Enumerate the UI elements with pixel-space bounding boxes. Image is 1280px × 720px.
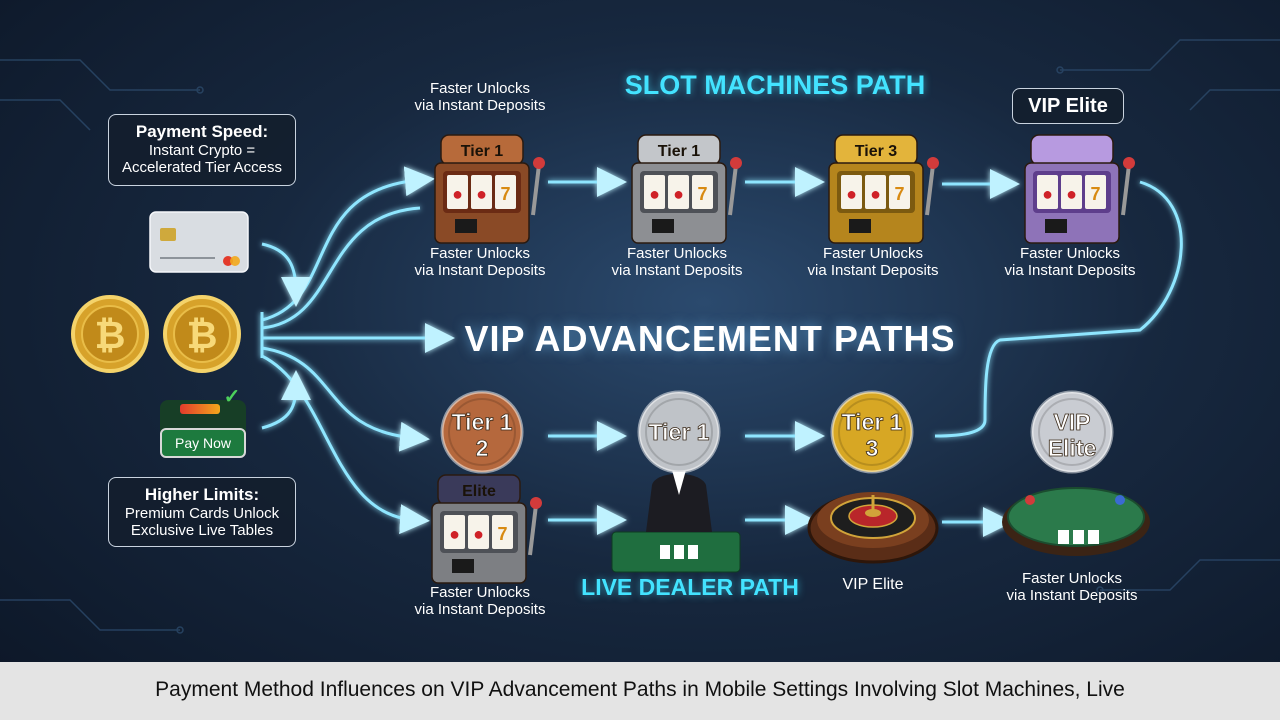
slot-lever-knob [530,497,542,509]
card-table-icon [1002,487,1150,556]
slot-tier-label: Tier 1 [461,143,504,160]
medal-line-1: Tier 1 [842,409,903,435]
slot-machines-row: Tier 1 ● ● 7 Tier 1 ● ● 7 Tier 3 ● ● 7 ● ● 7 [434,134,1135,244]
slot-lever-knob [1123,157,1135,169]
footer-caption: Payment Method Influences on VIP Advance… [155,678,1125,701]
slot-path-title: SLOT MACHINES PATH [624,70,926,100]
slot-machine-3: Tier 3 ● ● 7 [828,134,939,244]
tier-medal-1: Tier 12 [440,390,524,474]
bitcoin-coin-icon-1: ₿ [71,295,149,373]
medal-line-1: VIP [1053,409,1090,435]
callout-heading: Higher Limits: [144,485,260,504]
callout-heading: Payment Speed: [135,122,269,141]
reel-symbol: ● [649,184,660,204]
slot-tier-label: Tier 3 [855,143,898,160]
reel-symbol: ● [452,184,463,204]
checkmark-icon: ✓ [223,386,241,408]
roulette-label: VIP Elite [842,576,904,593]
reel-symbol: 7 [500,184,510,204]
reel-symbol: 7 [497,524,507,544]
callout-line: Instant Crypto = [148,142,256,159]
reel-symbol: 7 [1090,184,1100,204]
payment-speed-callout: Payment Speed: Instant Crypto = Accelera… [108,114,296,186]
callout-line: Accelerated Tier Access [121,159,283,176]
reel-symbol: ● [476,184,487,204]
pay-now-button[interactable]: Pay Now [160,428,246,458]
reel-symbol: ● [870,184,881,204]
main-title: VIP ADVANCEMENT PATHS [464,318,956,359]
reel-symbol: ● [473,524,484,544]
slot-lever-knob [927,157,939,169]
footer-bar: Payment Method Influences on VIP Advance… [0,662,1280,720]
medal-line-1: Tier 1 [452,409,513,435]
callout-line: Exclusive Live Tables [130,522,274,539]
slot-machine-live: Elite ● ● 7 [431,474,542,584]
svg-text:₿: ₿ [187,315,218,357]
vip-elite-tag: VIP Elite [1012,88,1124,124]
slot-machine-1: Tier 1 ● ● 7 [434,134,545,244]
slot-tier-label: Elite [462,483,496,500]
slot-lever-knob [730,157,742,169]
credit-card-icon [149,211,249,273]
slot-machine-2: Tier 1 ● ● 7 [631,134,742,244]
flow-lines [260,166,1183,537]
reel-symbol: 7 [894,184,904,204]
medal-line-2: 2 [476,435,489,461]
medal-line-2: 3 [866,435,879,461]
roulette-wheel-icon [807,492,939,564]
higher-limits-callout: Higher Limits: Premium Cards Unlock Excl… [108,477,296,547]
reel-symbol: ● [846,184,857,204]
slot-tier-label: Tier 1 [658,143,701,160]
svg-text:₿: ₿ [95,315,126,357]
reel-symbol: ● [449,524,460,544]
tier-medal-3: Tier 13 [830,390,914,474]
reel-symbol: ● [1066,184,1077,204]
slot-machine-4: ● ● 7 [1024,134,1135,244]
reel-symbol: 7 [697,184,707,204]
slot-machine-live-1: Elite ● ● 7 [431,474,542,584]
reel-symbol: ● [1042,184,1053,204]
bitcoin-coin-icon-2: ₿ [163,295,241,373]
live-path-title: LIVE DEALER PATH [581,574,799,600]
slot-lever-knob [533,157,545,169]
reel-symbol: ● [673,184,684,204]
card-chip-icon [180,404,220,414]
medal-line-1: Tier 1 [649,419,710,445]
circuit-decoration [0,39,1280,634]
tier-medal-2: Tier 1 [637,390,721,474]
callout-line: Premium Cards Unlock [124,505,280,522]
medal-line-2: Elite [1048,435,1097,461]
